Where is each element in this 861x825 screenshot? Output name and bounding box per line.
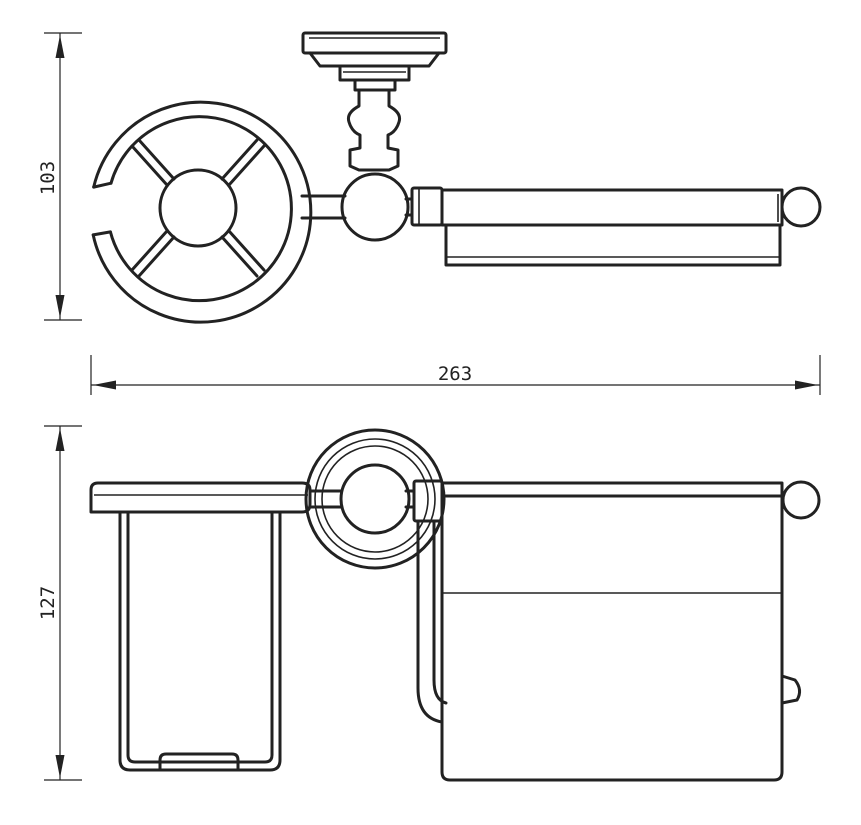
- dimension-127: 127: [37, 425, 82, 781]
- paper-holder-connector: [404, 479, 448, 724]
- joint-ball-front: [339, 463, 411, 535]
- dimension-label-103: 103: [37, 161, 59, 195]
- dimension-arrow: [55, 295, 65, 318]
- dimension-arrow: [795, 380, 818, 390]
- cup-arm: [300, 194, 347, 220]
- shelf-knob: [780, 186, 822, 228]
- dimension-label-127: 127: [37, 586, 59, 620]
- dimension-263: 263: [90, 355, 821, 395]
- joint-ball: [340, 172, 410, 242]
- decorative-post: [338, 64, 411, 172]
- cup-ring-inner: [108, 115, 293, 303]
- dimension-label-263: 263: [438, 363, 472, 385]
- cup-ring-hub: [158, 168, 238, 248]
- dimension-103: 103: [37, 32, 82, 321]
- top-view: [91, 31, 822, 324]
- wall-flange: [304, 428, 446, 570]
- dimension-arrow: [55, 35, 65, 58]
- paper-holder-cover: [440, 481, 802, 782]
- wall-plate: [301, 31, 448, 68]
- dimension-arrow: [55, 755, 65, 778]
- cover-knob: [781, 480, 821, 520]
- front-view: [89, 428, 821, 782]
- dimension-arrow: [55, 428, 65, 451]
- cup-ring: [91, 100, 313, 324]
- cup-holder: [89, 481, 343, 772]
- shelf-connector: [404, 186, 444, 227]
- cup-ring-outer: [91, 100, 313, 324]
- shelf-top: [440, 188, 784, 267]
- dimension-arrow: [93, 380, 116, 390]
